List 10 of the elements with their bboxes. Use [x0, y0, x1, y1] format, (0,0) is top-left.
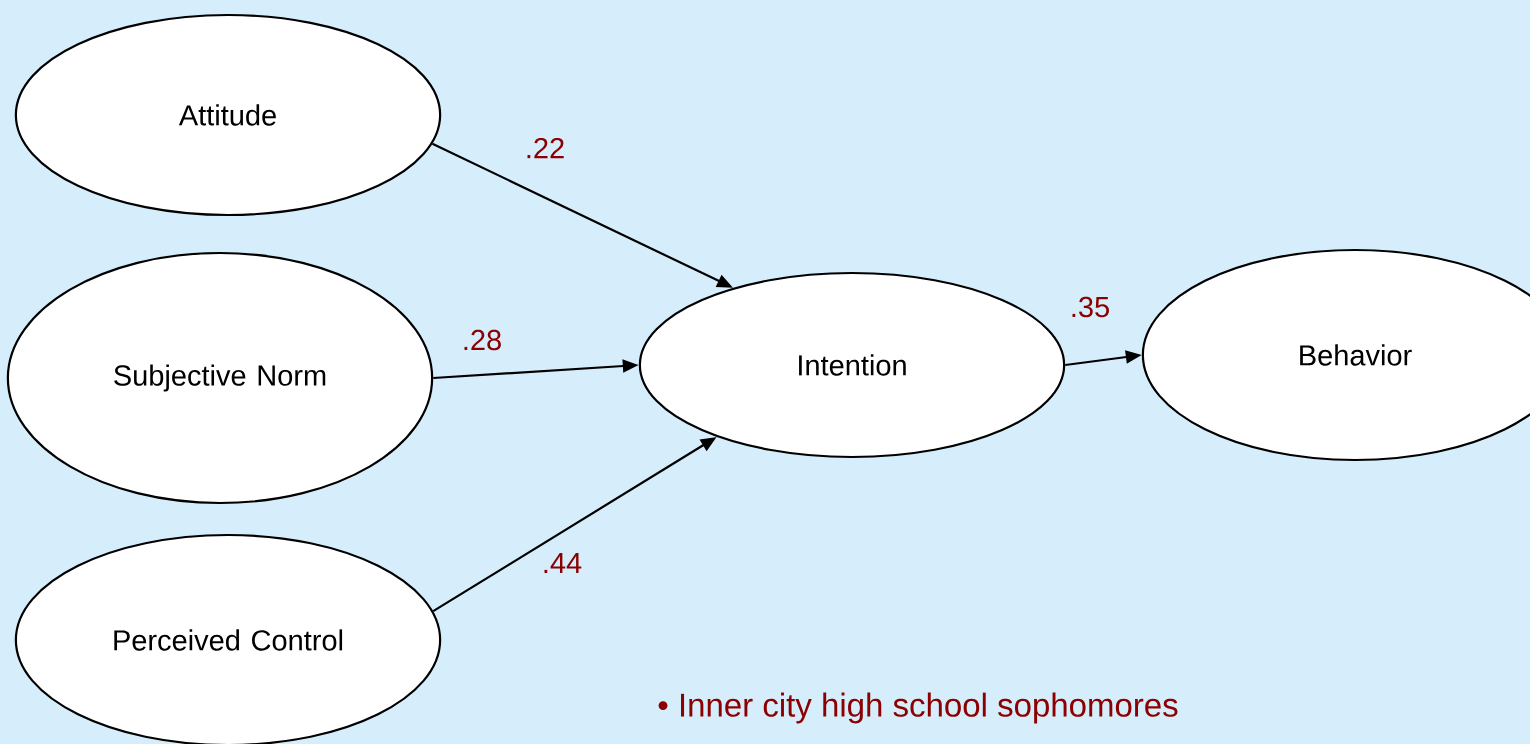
ellipse-node: Behavior — [1141, 248, 1530, 462]
edge-label: .44 — [544, 553, 582, 573]
edge-label: .35 — [1072, 296, 1109, 318]
bullet-note: • Inner city high school sophomores — [658, 692, 1178, 724]
ellipse-node: Intention — [638, 271, 1066, 459]
edge-label: .22 — [527, 137, 564, 159]
ellipse-node: Attitude — [14, 13, 442, 217]
ellipse-node: Perceived Control — [14, 533, 442, 744]
ellipse-node: Subjective Norm — [6, 251, 434, 505]
edge-label: .28 — [464, 329, 501, 351]
